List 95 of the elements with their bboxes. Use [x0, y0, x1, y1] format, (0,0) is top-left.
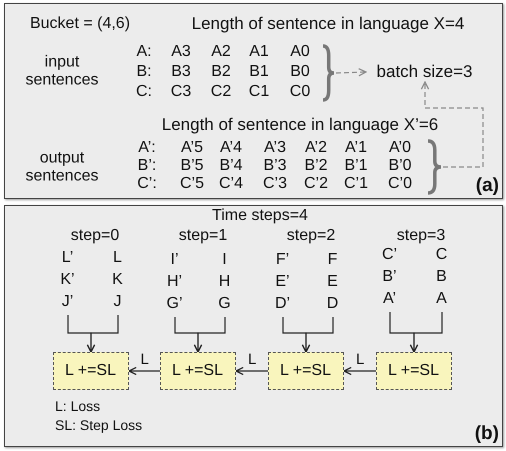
label-text: C: — [136, 82, 152, 102]
loss-box: L +=SL — [52, 352, 128, 390]
label-text: B’2 — [304, 156, 328, 176]
label-text: step=2 — [286, 226, 336, 246]
token: K — [112, 270, 123, 290]
label-text: C0 — [290, 82, 310, 102]
token: A — [436, 288, 447, 308]
token: L — [113, 248, 122, 268]
token: C’ — [382, 244, 398, 264]
token: B — [436, 266, 447, 286]
panel-label: (a) — [476, 175, 499, 197]
token: G’ — [166, 294, 182, 314]
label-text: A1 — [249, 42, 269, 62]
batch-size-text: batch size=3 — [366, 62, 484, 82]
label-text: B’1 — [344, 156, 368, 176]
token: D — [326, 294, 338, 314]
edge-label: L — [247, 352, 258, 367]
label-text: A’3 — [264, 138, 286, 158]
curly-brace — [320, 44, 334, 102]
label-text: B3 — [171, 62, 191, 82]
label-text: C2 — [210, 82, 232, 102]
label-text: C1 — [248, 82, 270, 102]
label-text: C’1 — [344, 174, 368, 194]
arrow — [128, 366, 160, 376]
token: H’ — [166, 272, 182, 292]
label-text: A’: — [138, 138, 156, 158]
token: G — [218, 294, 231, 314]
label-text: C3 — [170, 82, 192, 102]
arrow — [86, 315, 119, 353]
token: J’ — [62, 292, 74, 312]
row-heading: output sentences — [24, 150, 100, 186]
label-text: A’2 — [305, 138, 327, 158]
label-text: B0 — [290, 62, 310, 82]
token: I — [222, 250, 227, 270]
label-text: C’: — [137, 174, 157, 194]
arrow — [302, 317, 334, 353]
label-text: Time steps=4 — [212, 206, 308, 226]
arrow — [194, 317, 226, 353]
panel — [4, 205, 503, 447]
token: A’ — [382, 288, 396, 308]
label-text: A’5 — [181, 138, 203, 158]
label-text: C’0 — [388, 174, 412, 194]
label-text: step=0 — [70, 226, 120, 246]
label-text: B’3 — [263, 156, 287, 176]
label-text: B’0 — [388, 156, 412, 176]
label-text: B2 — [211, 62, 231, 82]
token: E — [327, 272, 338, 292]
label-text: step=1 — [178, 226, 228, 246]
token: H — [218, 272, 230, 292]
dashed-arrow — [336, 68, 367, 76]
token: C — [436, 244, 448, 264]
panel-label: (b) — [474, 423, 499, 445]
loss-box: L +=SL — [376, 352, 452, 390]
token: F — [328, 250, 338, 270]
token: L’ — [62, 248, 74, 268]
label-text: A’4 — [220, 138, 242, 158]
label-text: SL: Step Loss — [55, 416, 142, 434]
panel — [4, 3, 503, 199]
label-text: A0 — [290, 42, 310, 62]
label-text: B: — [136, 62, 152, 82]
label-text: B’: — [138, 156, 156, 176]
loss-box: L +=SL — [160, 352, 236, 390]
label-text: B1 — [249, 62, 269, 82]
edge-label: L — [140, 352, 150, 367]
token: J — [114, 292, 122, 312]
token: B’ — [382, 266, 397, 286]
arrow — [343, 366, 376, 376]
curly-brace — [426, 138, 442, 194]
label-text: Length of sentence in language X’=6 — [162, 115, 438, 135]
label-text: A’1 — [345, 138, 367, 158]
label-text: A2 — [211, 42, 231, 62]
label-text: C’4 — [219, 174, 243, 194]
label-text: Length of sentence in language X=4 — [192, 14, 464, 34]
label-text: B’4 — [219, 156, 243, 176]
arrow — [235, 366, 268, 376]
label-text: Bucket = (4,6) — [30, 14, 130, 34]
loss-box: L +=SL — [268, 352, 344, 390]
token: K’ — [60, 270, 75, 290]
row-heading: input sentences — [24, 54, 100, 90]
label-text: C’5 — [180, 174, 204, 194]
label-text: C’3 — [263, 174, 287, 194]
label-text: step=3 — [396, 226, 446, 246]
token: F’ — [276, 250, 290, 270]
label-text: A3 — [171, 42, 191, 62]
label-text: B’5 — [180, 156, 204, 176]
label-text: L: Loss — [55, 398, 100, 414]
token: I’ — [170, 250, 178, 270]
label-text: A’0 — [389, 138, 411, 158]
dashed-arrow — [420, 81, 484, 168]
arrow — [410, 312, 443, 353]
label-text: C’2 — [304, 174, 328, 194]
label-text: A: — [136, 42, 152, 62]
token: E’ — [275, 272, 290, 292]
edge-label: L — [355, 352, 366, 367]
token: D’ — [274, 294, 290, 314]
